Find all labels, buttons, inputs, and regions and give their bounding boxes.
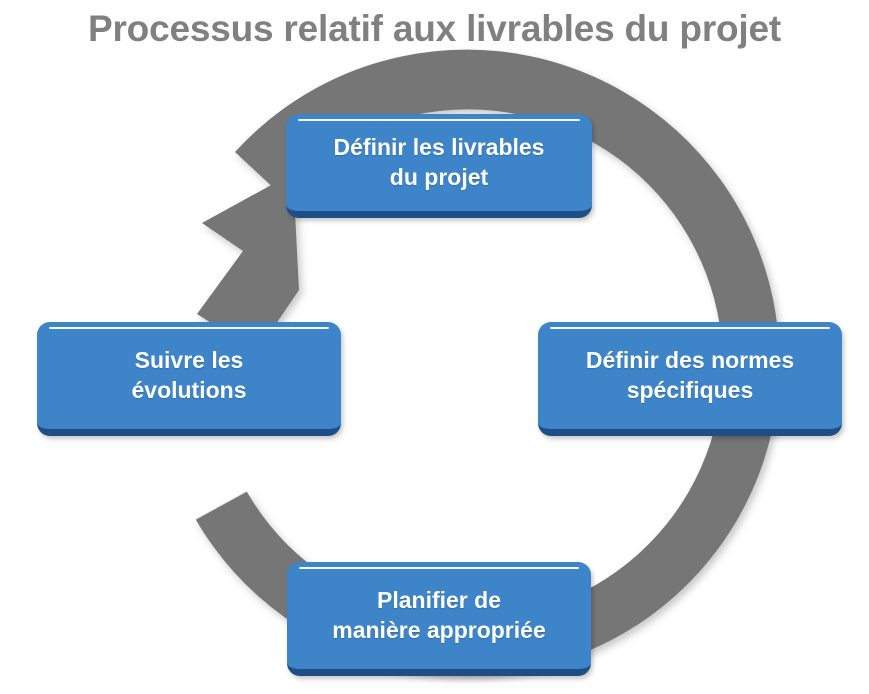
process-node-define-deliverables[interactable]: Définir les livrables du projet [286, 114, 592, 218]
process-node-label: Définir les livrables du projet [333, 134, 545, 190]
page-title: Processus relatif aux livrables du proje… [87, 8, 781, 49]
process-node-track-changes[interactable]: Suivre les évolutions [37, 322, 341, 436]
ring-segment-seam [195, 491, 248, 521]
process-node-label: Suivre les évolutions [131, 347, 247, 403]
process-node-label: Planifier de manière appropriée [332, 587, 546, 643]
process-node-label: Définir des normes spécifiques [585, 347, 795, 403]
process-node-plan-appropriately[interactable]: Planifier de manière appropriée [287, 562, 591, 676]
process-node-define-standards[interactable]: Définir des normes spécifiques [538, 322, 842, 436]
cycle-arrowhead [197, 173, 299, 352]
